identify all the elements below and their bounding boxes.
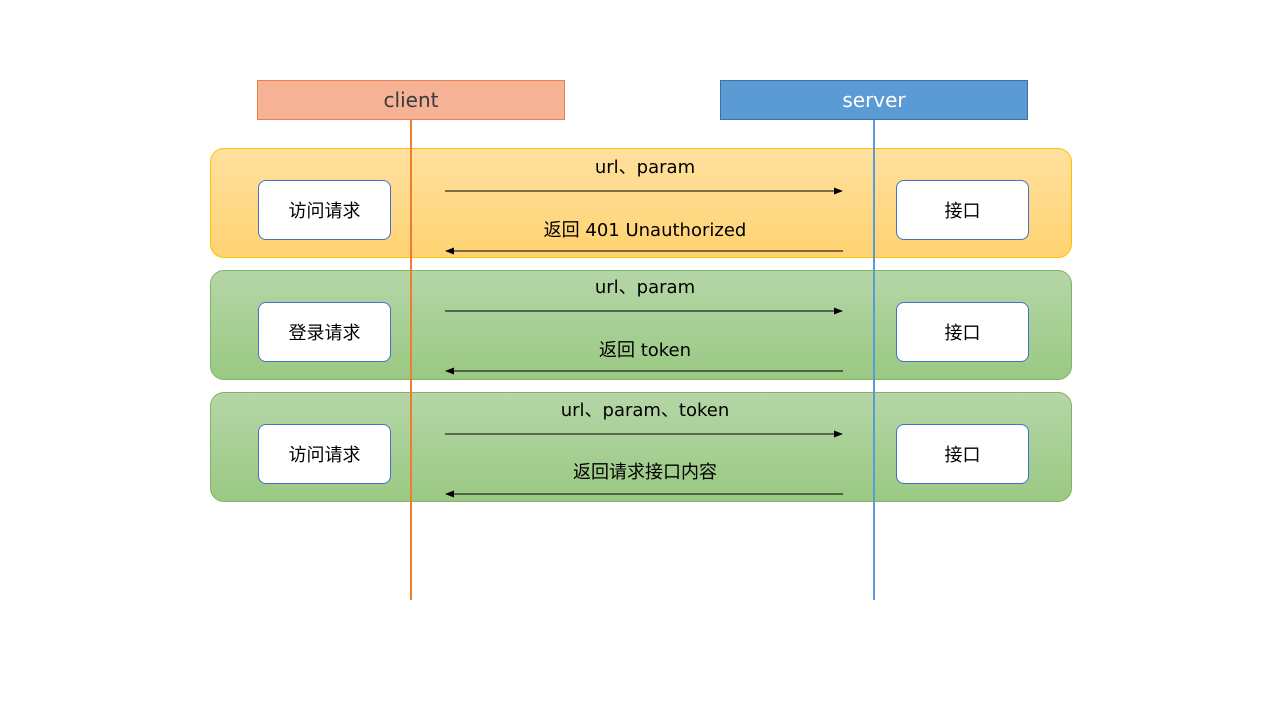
request-label: url、param — [594, 157, 696, 178]
request-label: url、param、token — [560, 400, 730, 421]
request-arrow — [445, 186, 843, 196]
step-band-authorized-access: 访问请求 url、param、token 返回请求接口内容 接口 — [210, 392, 1072, 502]
server-lifeline — [873, 120, 875, 600]
response-arrow — [445, 366, 843, 376]
client-lane-header: client — [257, 80, 565, 120]
response-arrow — [445, 246, 843, 256]
client-node-access-request: 访问请求 — [258, 424, 391, 484]
request-arrow — [445, 306, 843, 316]
client-node-login-request: 登录请求 — [258, 302, 391, 362]
server-node-endpoint: 接口 — [896, 302, 1029, 362]
server-node-endpoint: 接口 — [896, 424, 1029, 484]
response-label: 返回 token — [598, 340, 692, 361]
step-band-unauthorized: 访问请求 url、param 返回 401 Unauthorized 接口 — [210, 148, 1072, 258]
request-label: url、param — [594, 277, 696, 298]
client-node-access-request: 访问请求 — [258, 180, 391, 240]
response-arrow — [445, 489, 843, 499]
response-label: 返回 401 Unauthorized — [543, 220, 747, 241]
step-band-login: 登录请求 url、param 返回 token 接口 — [210, 270, 1072, 380]
response-label: 返回请求接口内容 — [573, 462, 717, 483]
client-lifeline — [410, 120, 412, 600]
server-lane-header: server — [720, 80, 1028, 120]
request-arrow — [445, 429, 843, 439]
server-node-endpoint: 接口 — [896, 180, 1029, 240]
